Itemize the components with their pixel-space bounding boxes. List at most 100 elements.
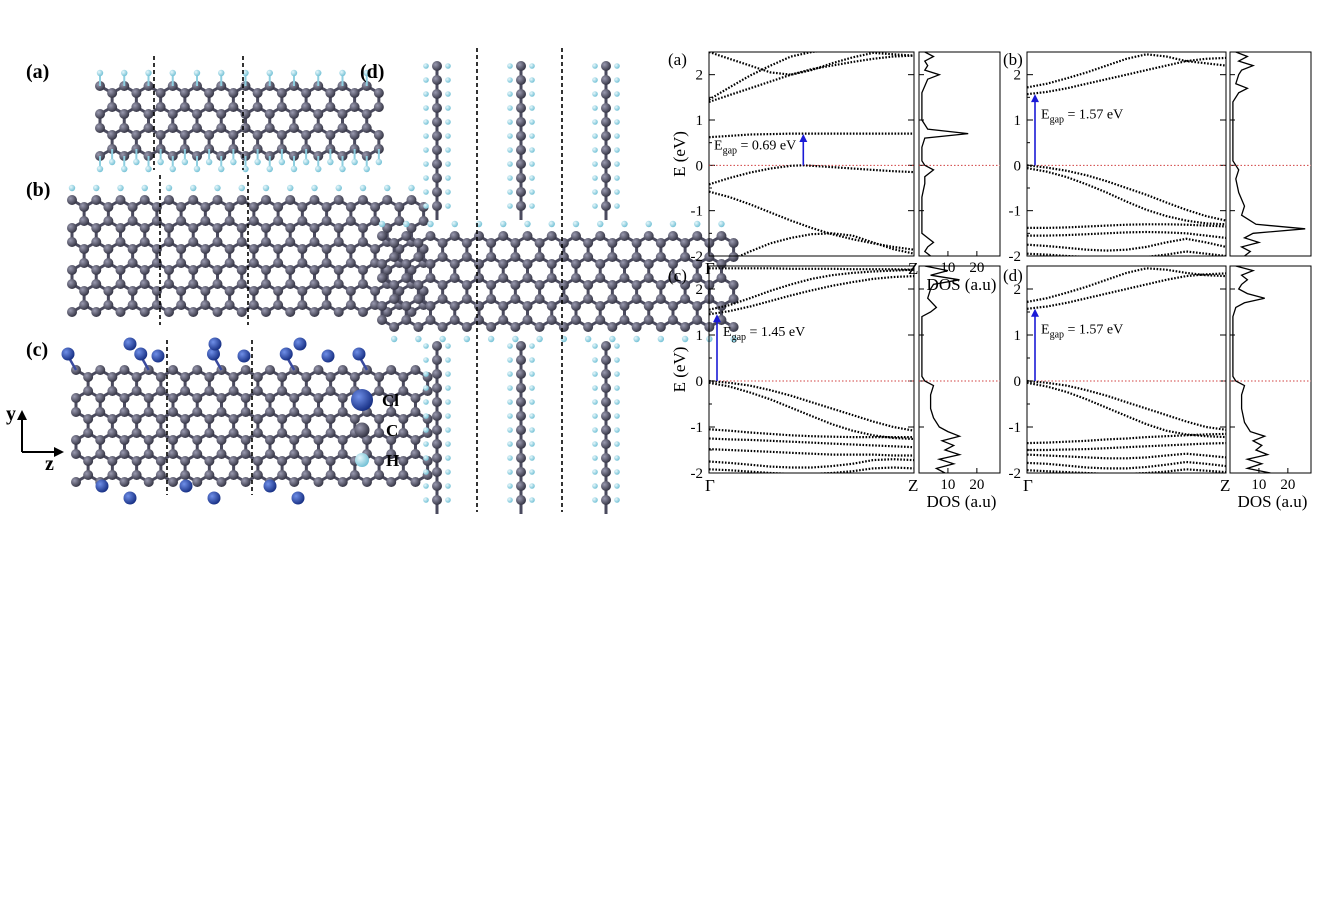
- carbon-atom: [252, 386, 263, 396]
- carbon-atom: [91, 195, 102, 205]
- carbon-atom: [534, 238, 545, 248]
- hydrogen-atom: [529, 161, 535, 167]
- carbon-atom: [516, 201, 526, 211]
- carbon-atom: [248, 216, 259, 226]
- hydrogen-atom: [614, 77, 620, 83]
- carbon-atom: [398, 428, 409, 438]
- carbon-atom: [188, 307, 199, 317]
- carbon-atom: [601, 495, 611, 505]
- carbon-atom: [228, 130, 239, 140]
- hydrogen-atom: [614, 357, 620, 363]
- hydrogen-atom: [529, 343, 535, 349]
- carbon-atom: [432, 187, 442, 197]
- carbon-atom: [115, 307, 126, 317]
- carbon-atom: [643, 259, 654, 269]
- hydrogen-atom: [262, 184, 270, 192]
- dos-curve: [1232, 52, 1306, 256]
- carbon-atom: [373, 130, 384, 140]
- gap-label: Egap = 1.57 eV: [1041, 107, 1123, 125]
- hydrogen-atom: [507, 203, 513, 209]
- carbon-atom: [357, 223, 368, 233]
- hydrogen-atom: [507, 189, 513, 195]
- carbon-atom: [449, 315, 460, 325]
- carbon-atom: [83, 372, 94, 382]
- carbon-atom: [595, 315, 606, 325]
- carbon-atom: [204, 456, 215, 466]
- carbon-atom: [516, 131, 526, 141]
- chlorine-atom: [61, 347, 75, 361]
- carbon-atom: [192, 365, 203, 375]
- carbon-atom: [337, 477, 348, 487]
- carbon-atom: [692, 315, 703, 325]
- carbon-atom: [570, 273, 581, 283]
- hydrogen-atom: [238, 184, 245, 192]
- hydrogen-atom: [507, 427, 513, 433]
- carbon-atom: [273, 300, 284, 310]
- carbon-atom: [601, 383, 611, 393]
- carbon-atom: [236, 279, 247, 289]
- carbon-atom: [357, 237, 368, 247]
- carbon-atom: [216, 449, 227, 459]
- chlorine-atom: [237, 349, 251, 363]
- carbon-atom: [522, 315, 533, 325]
- hydrogen-atom: [108, 158, 116, 166]
- carbon-atom: [180, 428, 191, 438]
- carbon-atom: [79, 244, 90, 254]
- band-line: [1027, 164, 1226, 222]
- carbon-atom: [252, 428, 263, 438]
- carbon-atom: [510, 294, 521, 304]
- carbon-atom: [95, 449, 106, 459]
- y-tick-label: 0: [1014, 158, 1022, 174]
- carbon-atom: [212, 237, 223, 247]
- hydrogen-atom: [445, 357, 451, 363]
- carbon-atom: [91, 223, 102, 233]
- carbon-atom: [228, 386, 239, 396]
- carbon-atom: [373, 88, 384, 98]
- carbon-atom: [510, 280, 521, 290]
- carbon-atom: [486, 252, 497, 262]
- carbon-atom: [516, 187, 526, 197]
- carbon-atom: [297, 300, 308, 310]
- carbon-atom: [601, 355, 611, 365]
- hydrogen-atom: [445, 77, 451, 83]
- carbon-atom: [103, 258, 114, 268]
- legend-h-atom: [355, 453, 369, 467]
- hydrogen-atom: [572, 220, 580, 228]
- carbon-atom: [349, 130, 360, 140]
- y-tick-label: 1: [1014, 328, 1022, 344]
- carbon-atom: [155, 102, 166, 112]
- carbon-atom: [131, 102, 142, 112]
- carbon-atom: [224, 216, 235, 226]
- carbon-atom: [191, 109, 202, 119]
- carbon-atom: [301, 130, 312, 140]
- carbon-atom: [167, 365, 178, 375]
- carbon-atom: [131, 88, 142, 98]
- carbon-atom: [680, 238, 691, 248]
- chlorine-atom: [206, 347, 220, 361]
- x-tick-gamma: Γ: [705, 476, 715, 495]
- hydrogen-atom: [512, 335, 519, 343]
- carbon-atom: [192, 477, 203, 487]
- carbon-atom: [276, 88, 287, 98]
- chlorine-atom: [293, 337, 307, 351]
- hydrogen-atom: [169, 165, 176, 173]
- carbon-atom: [155, 470, 166, 480]
- carbon-atom: [607, 252, 618, 262]
- dos-curve-group: [1232, 52, 1306, 256]
- carbon-atom: [67, 237, 77, 247]
- hydrogen-atom: [529, 77, 535, 83]
- band-line: [1027, 230, 1226, 239]
- carbon-atom: [301, 88, 312, 98]
- carbon-atom: [516, 481, 526, 491]
- carbon-atom: [107, 102, 118, 112]
- carbon-atom: [401, 259, 412, 269]
- carbon-atom: [224, 300, 235, 310]
- carbon-atom: [601, 75, 611, 85]
- carbon-atom: [325, 428, 336, 438]
- carbon-atom: [534, 280, 545, 290]
- carbon-atom: [728, 238, 739, 248]
- carbon-atom: [228, 372, 239, 382]
- carbon-atom: [461, 294, 472, 304]
- dos-x-axis-label: DOS (a.u): [927, 275, 997, 294]
